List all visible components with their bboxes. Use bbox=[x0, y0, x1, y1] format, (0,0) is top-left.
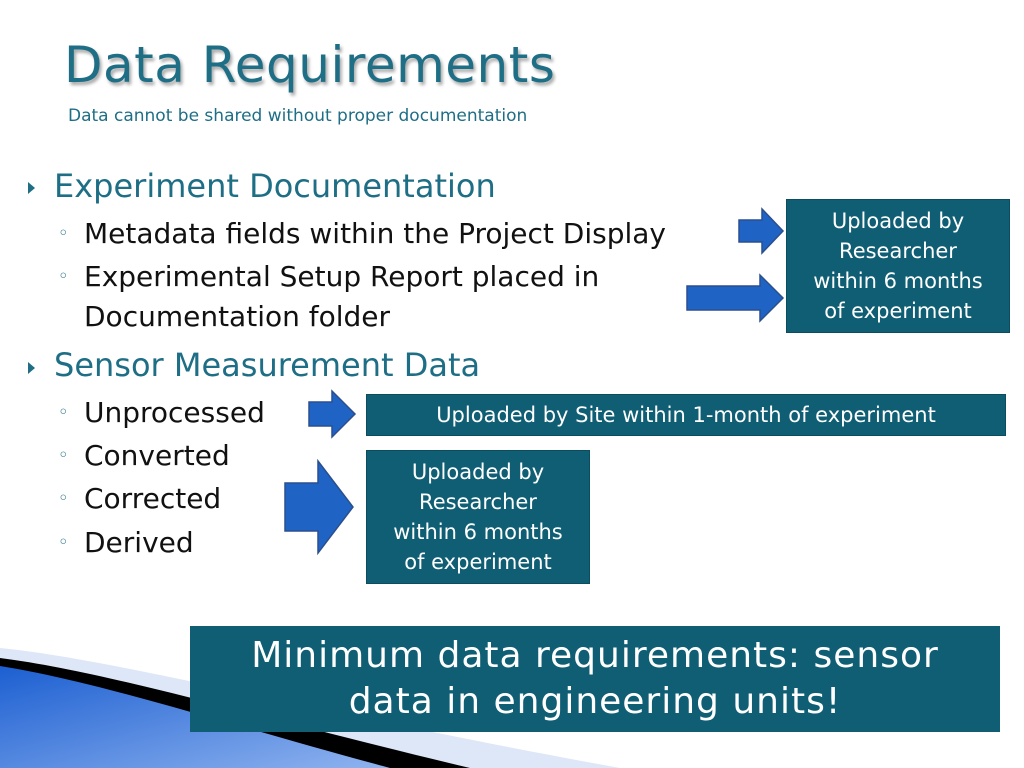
note-box-processed: Uploaded by Researcher within 6 months o… bbox=[366, 450, 590, 584]
list-item: Converted bbox=[84, 439, 230, 472]
list-item-continuation: Documentation folder bbox=[84, 300, 391, 333]
sub-bullet-icon: ◦ bbox=[58, 445, 69, 466]
arrow-right-icon bbox=[738, 207, 785, 255]
section-bullet-icon bbox=[28, 362, 35, 374]
sub-bullet-icon: ◦ bbox=[58, 223, 69, 244]
page-title: Data Requirements bbox=[64, 36, 556, 94]
note-line: of experiment bbox=[404, 550, 552, 574]
list-item: Derived bbox=[84, 526, 194, 559]
callout-line: data in engineering units! bbox=[348, 681, 842, 722]
list-item: Experimental Setup Report placed in bbox=[84, 260, 600, 293]
arrow-right-icon bbox=[284, 458, 354, 556]
note-line: within 6 months bbox=[813, 269, 983, 293]
page-subtitle: Data cannot be shared without proper doc… bbox=[68, 106, 528, 126]
note-line: Uploaded by bbox=[411, 460, 545, 484]
sub-bullet-icon: ◦ bbox=[58, 488, 69, 509]
note-line: of experiment bbox=[824, 299, 972, 323]
note-line: Researcher bbox=[419, 490, 537, 514]
note-line: Researcher bbox=[839, 239, 957, 263]
note-text: Uploaded by Site within 1-month of exper… bbox=[436, 403, 936, 427]
sub-bullet-icon: ◦ bbox=[58, 532, 69, 553]
list-item: Corrected bbox=[84, 482, 222, 515]
callout-box: Minimum data requirements: sensor data i… bbox=[190, 626, 1000, 732]
arrow-right-icon bbox=[308, 389, 357, 439]
sub-bullet-icon: ◦ bbox=[58, 402, 69, 423]
section-bullet-icon bbox=[28, 182, 35, 194]
sub-bullet-icon: ◦ bbox=[58, 266, 69, 287]
list-item: Unprocessed bbox=[84, 396, 265, 429]
section-heading-sensor-data: Sensor Measurement Data bbox=[54, 346, 481, 384]
note-line: Uploaded by bbox=[831, 209, 965, 233]
callout-line: Minimum data requirements: sensor bbox=[251, 635, 939, 676]
list-item: Metadata fields within the Project Displ… bbox=[84, 217, 666, 250]
section-heading-documentation: Experiment Documentation bbox=[54, 167, 496, 205]
arrow-right-icon bbox=[686, 273, 785, 323]
note-line: within 6 months bbox=[393, 520, 563, 544]
note-box-unprocessed: Uploaded by Site within 1-month of exper… bbox=[366, 394, 1006, 436]
note-box-documentation: Uploaded by Researcher within 6 months o… bbox=[786, 199, 1010, 333]
